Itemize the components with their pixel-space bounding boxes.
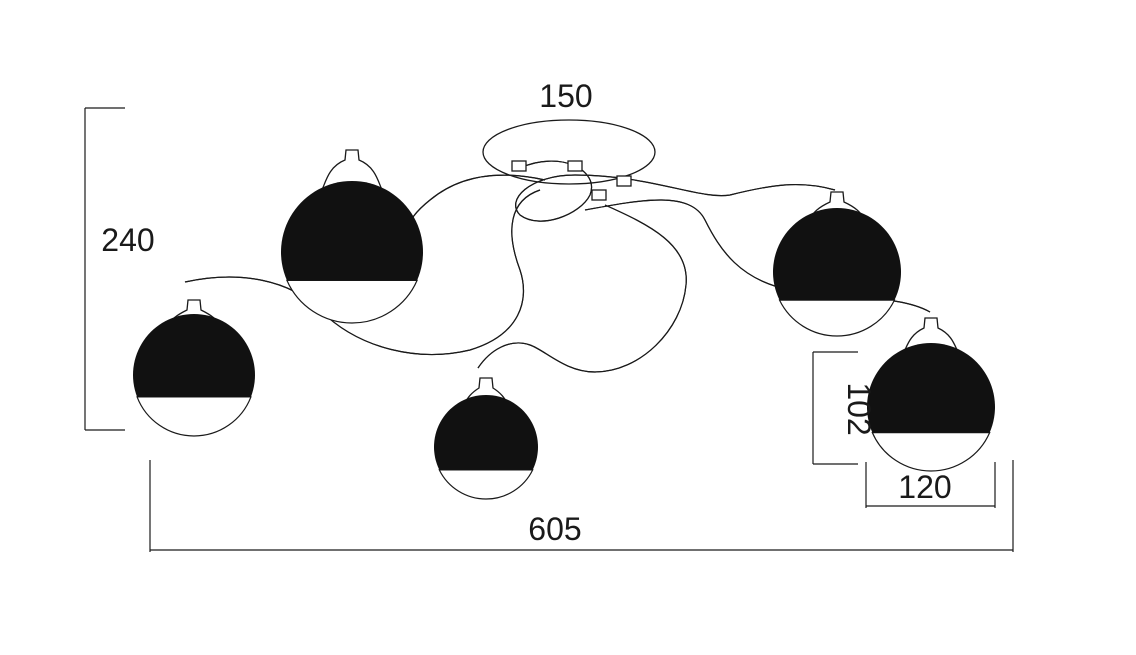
lamp-far-right [867,317,995,472]
lamp-glass-clear [871,432,991,472]
dimension-lines [84,107,1014,552]
lamp-glass-clear [286,279,418,324]
lamp-glass-clear [778,299,896,337]
canopy-diameter-label: 150 [539,78,592,114]
lamp-glass-dark [281,180,423,281]
lamp-glass-dark [433,395,538,470]
lamp-left-top [281,149,423,324]
lamp-shades [132,149,995,500]
lamp-center [433,377,538,500]
shade-height-label: 102 [841,382,877,435]
lamp-right-top [773,191,901,337]
lamp-glass-clear [438,469,534,500]
lamp-glass-clear [136,396,252,437]
height-label: 240 [101,222,154,258]
shade-width-label: 120 [898,469,951,505]
lamp-glass-dark [867,343,995,433]
ceiling-canopy [482,119,656,185]
lamp-glass-dark [773,208,901,301]
total-width-label: 605 [528,511,581,547]
lamp-far-left [132,299,256,437]
lamp-glass-dark [132,313,256,397]
